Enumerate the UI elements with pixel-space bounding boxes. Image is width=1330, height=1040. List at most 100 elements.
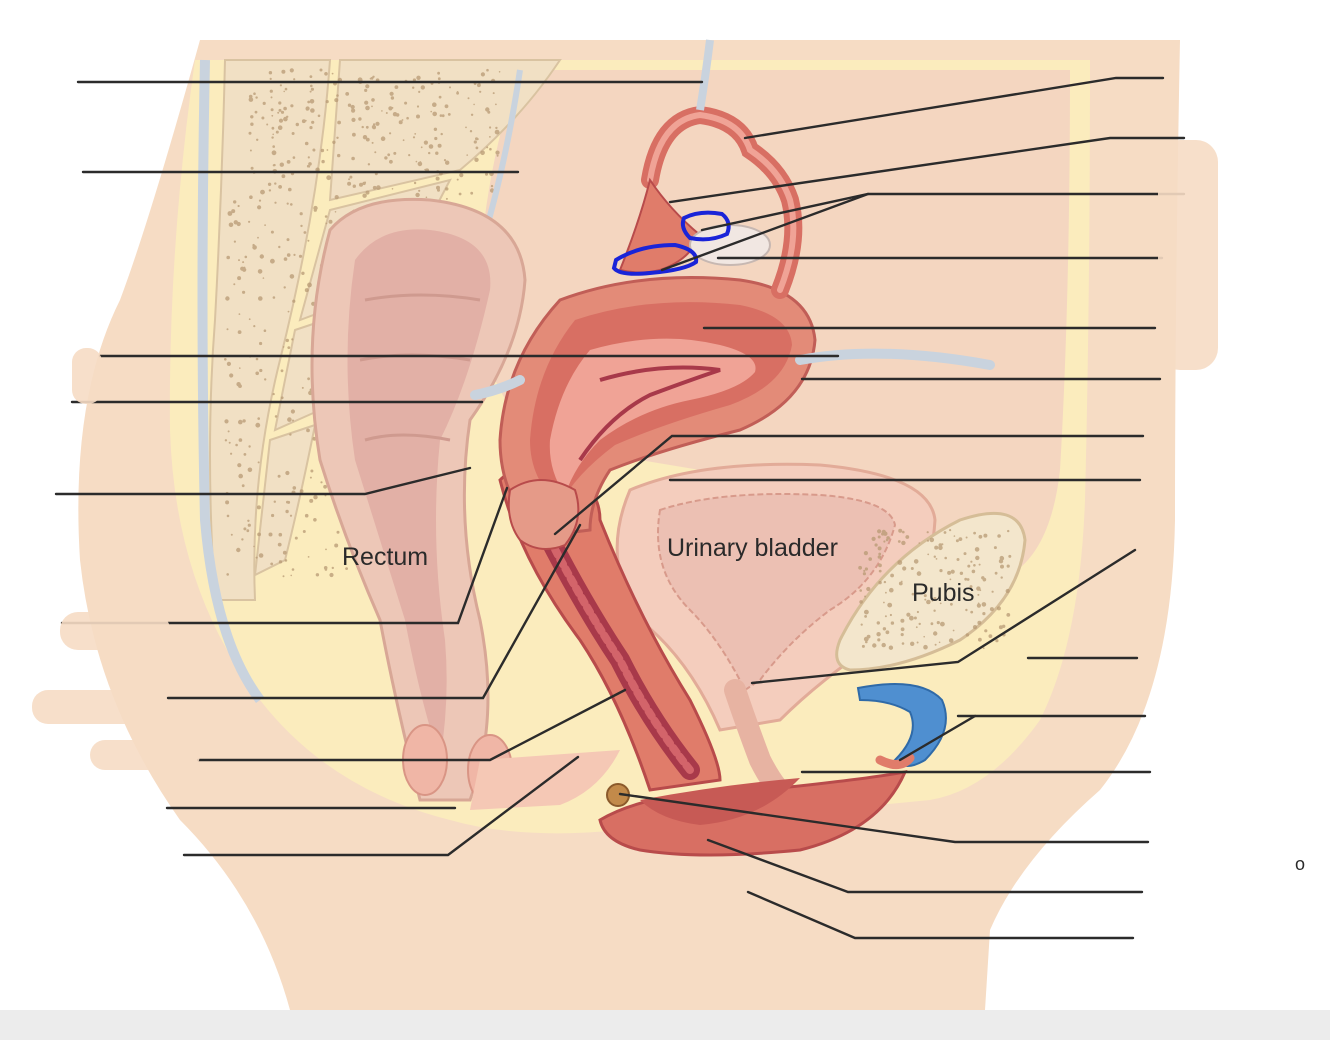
bone-speckle xyxy=(389,91,394,96)
bone-speckle xyxy=(998,625,1003,630)
bone-speckle xyxy=(437,77,441,81)
bone-speckle xyxy=(283,257,288,261)
bone-speckle xyxy=(310,87,314,91)
bone-speckle xyxy=(309,126,313,130)
bone-speckle xyxy=(969,585,973,589)
bone-speckle xyxy=(307,377,310,381)
bone-speckle xyxy=(981,602,987,607)
bone-speckle xyxy=(416,75,421,81)
label-rectum: Rectum xyxy=(342,543,428,571)
bone-speckle xyxy=(305,107,309,111)
bone-speckle xyxy=(490,184,494,188)
bone-speckle xyxy=(433,127,438,131)
bone-speckle xyxy=(285,470,290,476)
bone-speckle xyxy=(436,185,440,190)
bone-speckle xyxy=(372,125,376,130)
bone-speckle xyxy=(425,196,428,199)
bone-speckle xyxy=(248,97,254,102)
bone-speckle xyxy=(874,543,878,547)
bone-speckle xyxy=(224,439,228,442)
bone-speckle xyxy=(417,161,423,167)
bone-speckle xyxy=(864,595,867,598)
bone-speckle xyxy=(288,187,292,192)
bone-speckle xyxy=(278,185,282,189)
bone-speckle xyxy=(250,122,254,126)
bone-speckle xyxy=(926,531,929,534)
bone-speckle xyxy=(248,94,253,99)
bone-speckle xyxy=(456,91,459,95)
bone-speckle xyxy=(239,367,241,369)
bone-speckle xyxy=(877,638,881,642)
bone-speckle xyxy=(258,553,264,558)
bone-speckle xyxy=(933,631,938,636)
bone-speckle xyxy=(227,211,233,216)
bone-speckle xyxy=(233,220,238,225)
ligament-band xyxy=(197,59,265,703)
bone-speckle xyxy=(290,409,295,414)
leader-line xyxy=(553,434,1145,536)
bone-speckle xyxy=(281,69,286,74)
bone-speckle xyxy=(270,230,274,234)
bone-speckle xyxy=(978,637,982,642)
bone-speckle xyxy=(229,373,234,378)
bone-speckle xyxy=(1000,564,1004,569)
bone-speckle xyxy=(988,634,993,638)
bone-speckle xyxy=(226,514,230,518)
bone-speckle xyxy=(287,310,290,313)
bone-speckle xyxy=(309,498,314,503)
highlight-circle xyxy=(611,242,699,276)
bone-speckle xyxy=(242,267,247,272)
pubis-speckle-pattern xyxy=(858,528,1012,650)
label-pubis: Pubis xyxy=(912,579,975,607)
bone-speckle xyxy=(489,126,492,129)
bone-speckle xyxy=(485,107,490,112)
bone-speckle xyxy=(280,110,285,114)
bone-speckle xyxy=(225,500,230,505)
bone-speckle xyxy=(257,236,259,239)
bone-speckle xyxy=(408,154,411,157)
bone-speckle xyxy=(959,571,964,575)
bone-speckle xyxy=(964,577,968,581)
bone-speckle xyxy=(1005,588,1010,594)
bone-speckle xyxy=(249,195,253,199)
bone-speckle xyxy=(259,368,263,373)
bone-speckle xyxy=(226,328,229,331)
bone-speckle xyxy=(304,141,309,146)
bone-speckle xyxy=(280,369,284,373)
bone-speckle xyxy=(283,106,287,111)
bone-speckle xyxy=(348,178,351,181)
bone-speckle xyxy=(273,500,276,503)
bone-speckle xyxy=(882,627,887,631)
bone-speckle xyxy=(302,530,306,533)
bone-speckle xyxy=(257,417,261,420)
bone-speckle xyxy=(270,108,274,112)
bone-speckle xyxy=(266,123,269,126)
label-urinary-bladder: Urinary bladder xyxy=(667,534,838,562)
bone-speckle xyxy=(412,136,416,139)
bone-speckle xyxy=(888,645,894,650)
bone-speckle xyxy=(271,114,274,117)
bone-speckle xyxy=(365,125,369,129)
bone-speckle xyxy=(418,90,421,93)
bone-speckle xyxy=(991,590,994,593)
clitoris xyxy=(875,753,915,769)
bone-speckle xyxy=(247,519,250,522)
vagina-rugae-detail xyxy=(536,516,694,774)
bone-speckle xyxy=(391,188,394,190)
bone-speckle xyxy=(416,114,420,119)
bone-speckle xyxy=(994,571,998,575)
bone-speckle xyxy=(402,139,405,142)
bone-speckle xyxy=(877,529,882,534)
bone-speckle xyxy=(970,560,973,563)
bone-speckle xyxy=(310,469,314,473)
bone-speckle xyxy=(906,612,911,617)
leader-line xyxy=(743,76,1165,140)
bone-speckle xyxy=(286,160,291,164)
bone-speckle xyxy=(415,160,418,163)
bone-speckle xyxy=(257,532,261,537)
bone-speckle xyxy=(310,108,315,113)
bone-speckle xyxy=(923,635,925,638)
bone-speckle xyxy=(494,129,500,135)
bone-speckle xyxy=(949,578,952,581)
leader-line xyxy=(668,136,1186,204)
